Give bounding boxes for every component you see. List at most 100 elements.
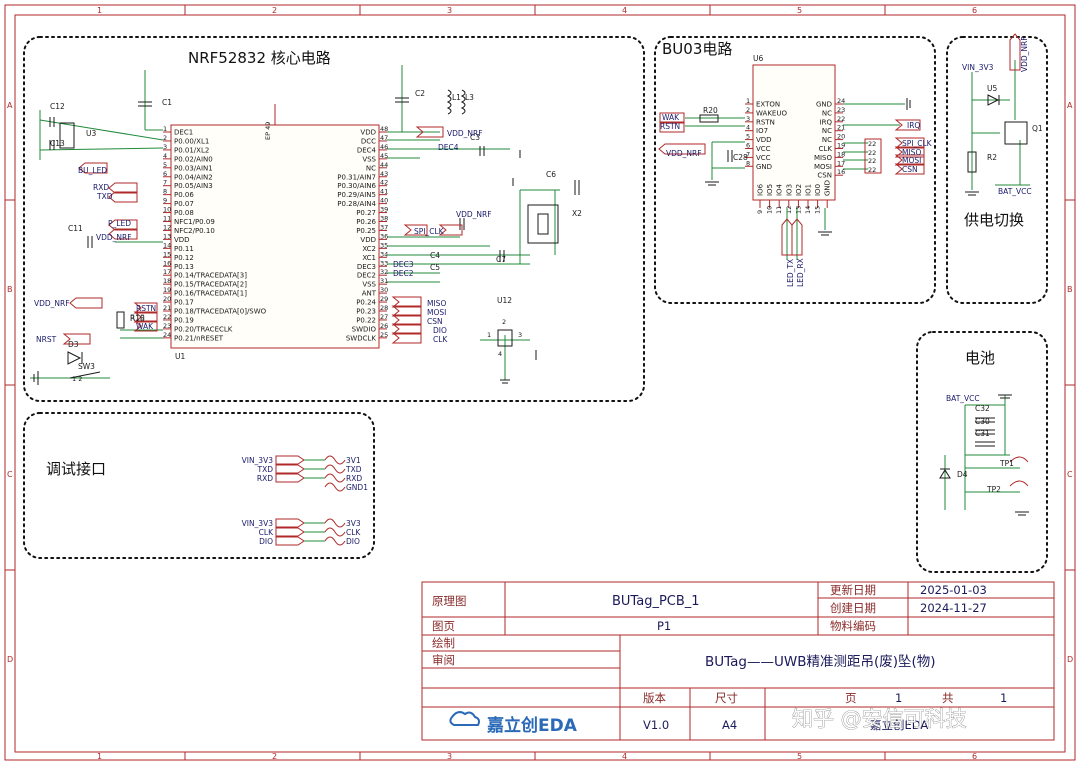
title-type-label: 原理图 bbox=[432, 594, 467, 608]
power-switch-circuit: VIN_3V3 VDD_NRF U5 Q1 R2 BAT_VCC bbox=[962, 33, 1043, 196]
u1-pin-label: VSS bbox=[362, 281, 376, 289]
c28-ref: C28 bbox=[733, 153, 748, 162]
u1-pin-number: 21 bbox=[163, 304, 171, 312]
debug-pad-label: 3V1 bbox=[346, 456, 361, 465]
u1-pin-number: 45 bbox=[380, 152, 388, 160]
u6-pin-label: IO2 bbox=[795, 184, 803, 196]
c6-ref: C6 bbox=[546, 170, 556, 179]
bu03-net-csn: CSN bbox=[902, 165, 918, 174]
lceda-logo-text: 嘉立创EDA bbox=[486, 715, 578, 736]
net-spi-clk: SPI_CLK bbox=[414, 227, 445, 236]
u1-pin-number: 31 bbox=[380, 277, 388, 285]
net-vdd-nrf-right: VDD_NRF bbox=[447, 129, 483, 138]
bu03-pin-17: 22 bbox=[868, 157, 876, 165]
u1-pin-label: P0.02/AIN0 bbox=[174, 155, 213, 163]
c5-ref: C5 bbox=[430, 263, 440, 272]
u6-pin-number: 22 bbox=[837, 115, 845, 123]
title-total: 1 bbox=[1000, 691, 1007, 705]
column-marker-top: 2 bbox=[272, 6, 277, 15]
u6-pin-label: EXTON bbox=[756, 101, 780, 109]
u1-pin-number: 34 bbox=[380, 250, 388, 258]
u1-pin-label: DEC1 bbox=[174, 129, 193, 137]
c7-ref: C7 bbox=[496, 255, 506, 264]
u1-pin-label: P0.16/TRACEDATA[1] bbox=[174, 290, 247, 298]
title-project-title: BUTag——UWB精准测距吊(废)坠(物) bbox=[705, 654, 936, 670]
debug-pad-symbol bbox=[324, 464, 346, 474]
u6-pin-number: 6 bbox=[746, 142, 750, 150]
battery-net-bat-vcc: BAT_VCC bbox=[946, 394, 980, 403]
u6-pin-label: GND bbox=[824, 180, 832, 196]
u6-pin-label: NC bbox=[822, 109, 832, 117]
u6-pin-number: 2 bbox=[746, 106, 750, 114]
bu03-net-vdd-nrf: VDD_NRF bbox=[666, 149, 702, 158]
u1-pin-number: 18 bbox=[163, 277, 171, 285]
debug-net-label: TXD bbox=[257, 465, 274, 474]
battery-block-border bbox=[916, 331, 1048, 573]
debug-net-flag bbox=[275, 518, 305, 528]
u1-pin-label: P0.03/AIN1 bbox=[174, 164, 213, 172]
u1-pin-label: P0.31/AIN7 bbox=[337, 173, 376, 181]
net-clk: CLK bbox=[433, 335, 448, 344]
u6-pin-number: 4 bbox=[746, 124, 750, 132]
debug-pad-symbol bbox=[324, 482, 346, 492]
debug-pad-symbol bbox=[324, 455, 346, 465]
title-block: 原理图 BUTag_PCB_1 更新日期 2025-01-03 创建日期 202… bbox=[421, 581, 1055, 741]
c11-ref: C11 bbox=[68, 224, 83, 233]
title-total-label: 共 bbox=[942, 691, 954, 705]
u1-pin-number: 4 bbox=[163, 152, 167, 160]
c31-ref: C31 bbox=[975, 429, 990, 438]
u1-pin-number: 28 bbox=[380, 304, 388, 312]
title-created-value: 2024-11-27 bbox=[920, 601, 987, 615]
u6-pin-number: 17 bbox=[837, 159, 845, 167]
u1-pin-label: P0.24 bbox=[356, 299, 376, 307]
bu03-net-wak: WAK bbox=[662, 113, 680, 122]
power-net-vin-3v3: VIN_3V3 bbox=[962, 63, 994, 72]
u6-pin-label: WAKEUO bbox=[756, 109, 787, 117]
debug-pad-symbol bbox=[324, 527, 346, 537]
u1-pin-label: DCC bbox=[361, 137, 376, 145]
u1-pin-label: P0.15/TRACEDATA[2] bbox=[174, 281, 247, 289]
column-marker-top: 5 bbox=[797, 6, 802, 15]
sw3-pin-numbers: 1 2 bbox=[72, 375, 82, 383]
u1-pin-number: 24 bbox=[163, 331, 171, 339]
net-p-led: P_LED bbox=[108, 219, 131, 228]
u1-pin-label: NC bbox=[366, 164, 376, 172]
u1-pin-label: P0.12 bbox=[174, 254, 194, 262]
u6-pin-label: CSN bbox=[817, 172, 832, 180]
u3-ref: U3 bbox=[86, 129, 96, 138]
net-mosi: MOSI bbox=[427, 308, 446, 317]
row-marker-right: B bbox=[1067, 285, 1073, 294]
u1-pin-number: 35 bbox=[380, 241, 388, 249]
debug-block-border bbox=[23, 412, 375, 559]
u1-pin-number: 42 bbox=[380, 179, 388, 187]
r18-ref: R18 bbox=[130, 314, 145, 323]
u6-pin-label: GND bbox=[756, 163, 772, 171]
column-marker-bottom: 3 bbox=[447, 752, 452, 761]
u1-pin-number: 19 bbox=[163, 286, 171, 294]
u6-pin-label: IO5 bbox=[766, 184, 774, 196]
net-dio: DIO bbox=[433, 326, 447, 335]
u1-pin-label: P0.04/AIN2 bbox=[174, 173, 213, 181]
debug-net-label: RXD bbox=[257, 474, 273, 483]
bu03-net-led-rx: LED_RX bbox=[796, 258, 805, 287]
u1-pin-number: 30 bbox=[380, 286, 388, 294]
u1-pin-label: P0.20/TRACECLK bbox=[174, 325, 233, 333]
u6-pin-label: CLK bbox=[819, 145, 833, 153]
u1-ref: U1 bbox=[175, 352, 185, 361]
debug-net-flag bbox=[275, 473, 305, 483]
u1-pin-number: 41 bbox=[380, 188, 388, 196]
row-marker-left: A bbox=[7, 101, 13, 110]
debug-pad-symbol bbox=[324, 518, 346, 528]
u1-pin-label: P0.22 bbox=[356, 316, 376, 324]
u6-pin-label: MOSI bbox=[814, 163, 832, 171]
u6-pin-number: 20 bbox=[837, 133, 845, 141]
battery-block-title: 电池 bbox=[965, 349, 995, 367]
u1-pin-number: 46 bbox=[380, 143, 388, 151]
u1-pin-label: ANT bbox=[362, 290, 377, 298]
bu03-net-spi-clk: SPI_CLK bbox=[902, 139, 933, 148]
net-bu-led: BU_LED bbox=[78, 166, 107, 175]
u1-pin-number: 6 bbox=[163, 170, 167, 178]
u6-pin-number: 23 bbox=[837, 106, 845, 114]
u6-pin-label: IO4 bbox=[776, 183, 784, 196]
